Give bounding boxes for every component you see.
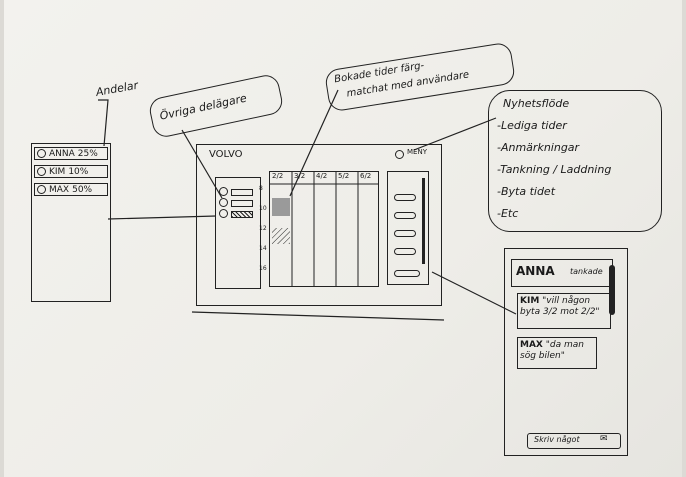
sidebar-owner[interactable] — [219, 181, 253, 200]
calendar-day-header: 6/2 — [360, 172, 372, 180]
callout-menu-items: Nyhetsflöde -Lediga tider -Anmärkningar … — [488, 90, 662, 232]
calendar: 2/2 3/2 4/2 5/2 6/2 — [269, 171, 379, 287]
chat-header-name: ANNA — [516, 264, 555, 278]
scrollbar[interactable] — [422, 178, 425, 264]
chat-header-action: tankade — [570, 267, 603, 276]
owner-share: 25% — [77, 148, 98, 159]
sidebar-owner[interactable] — [219, 192, 253, 211]
menu-item-text: Nyhetsflöde — [503, 97, 570, 110]
owner-name: KIM — [49, 166, 66, 177]
chat-header: ANNA tankade — [511, 259, 613, 287]
owner-name: ANNA — [49, 148, 75, 159]
avatar-icon — [37, 167, 46, 176]
menu-item-text: -Lediga tider — [497, 119, 567, 132]
avatar-icon — [37, 185, 46, 194]
paper-sheet — [4, 0, 682, 477]
news-item[interactable] — [394, 230, 416, 237]
owners-panel: ANNA 25% KIM 10% MAX 50% — [31, 143, 111, 302]
menu-item-text: -Byta tidet — [497, 185, 556, 198]
chat-text: "vill någon byta 3/2 mot 2/2" — [520, 296, 600, 317]
time-label: 12 — [259, 225, 267, 232]
time-label: 10 — [259, 205, 267, 212]
owner-row[interactable]: ANNA 25% — [34, 147, 108, 160]
time-label: 8 — [259, 185, 263, 192]
chat-input-placeholder: Skriv något — [534, 435, 580, 444]
sidebar-owners — [215, 177, 261, 289]
chat-text: "da man sög bilen" — [520, 340, 584, 361]
chat-input[interactable]: Skriv något ✉ — [527, 433, 621, 449]
chat-message: MAX "da man sög bilen" — [517, 337, 597, 369]
chat-user: KIM — [520, 296, 540, 306]
calendar-day-header: 5/2 — [338, 172, 350, 180]
menu-item-text: -Anmärkningar — [497, 141, 580, 154]
sidebar-owner[interactable] — [219, 203, 253, 222]
news-feed-panel — [387, 171, 429, 285]
menu-icon[interactable] — [395, 150, 404, 159]
news-item[interactable] — [394, 194, 416, 201]
chat-user: MAX — [520, 340, 543, 350]
booked-slot[interactable] — [272, 228, 290, 244]
owner-share: 10% — [68, 166, 89, 177]
calendar-day-header: 4/2 — [316, 172, 328, 180]
menu-item-text: -Tankning / Laddning — [497, 163, 612, 176]
time-label: 14 — [259, 245, 267, 252]
news-input[interactable] — [394, 270, 420, 277]
time-label: 16 — [259, 265, 267, 272]
calendar-day-header: 3/2 — [294, 172, 306, 180]
send-icon[interactable]: ✉ — [600, 434, 608, 444]
scrollbar[interactable] — [609, 265, 615, 315]
owner-share: 50% — [72, 184, 93, 195]
brand-logo: VOLVO — [209, 149, 243, 160]
chat-message: KIM "vill någon byta 3/2 mot 2/2" — [517, 293, 611, 329]
owner-name: MAX — [49, 184, 70, 195]
avatar-icon — [37, 149, 46, 158]
owner-row[interactable]: KIM 10% — [34, 165, 108, 178]
chat-panel: ANNA tankade KIM "vill någon byta 3/2 mo… — [504, 248, 628, 456]
menu-label[interactable]: MENY — [407, 148, 427, 156]
callout-other-owners-text: Övriga delägare — [158, 91, 248, 123]
owner-row[interactable]: MAX 50% — [34, 183, 108, 196]
calendar-day-header: 2/2 — [272, 172, 284, 180]
news-item[interactable] — [394, 212, 416, 219]
main-screen: VOLVO MENY 2/2 3/2 4/2 5/2 6/2 8 10 12 1… — [196, 144, 442, 306]
news-item[interactable] — [394, 248, 416, 255]
booked-slot[interactable] — [272, 198, 290, 216]
menu-item-text: -Etc — [497, 207, 519, 220]
